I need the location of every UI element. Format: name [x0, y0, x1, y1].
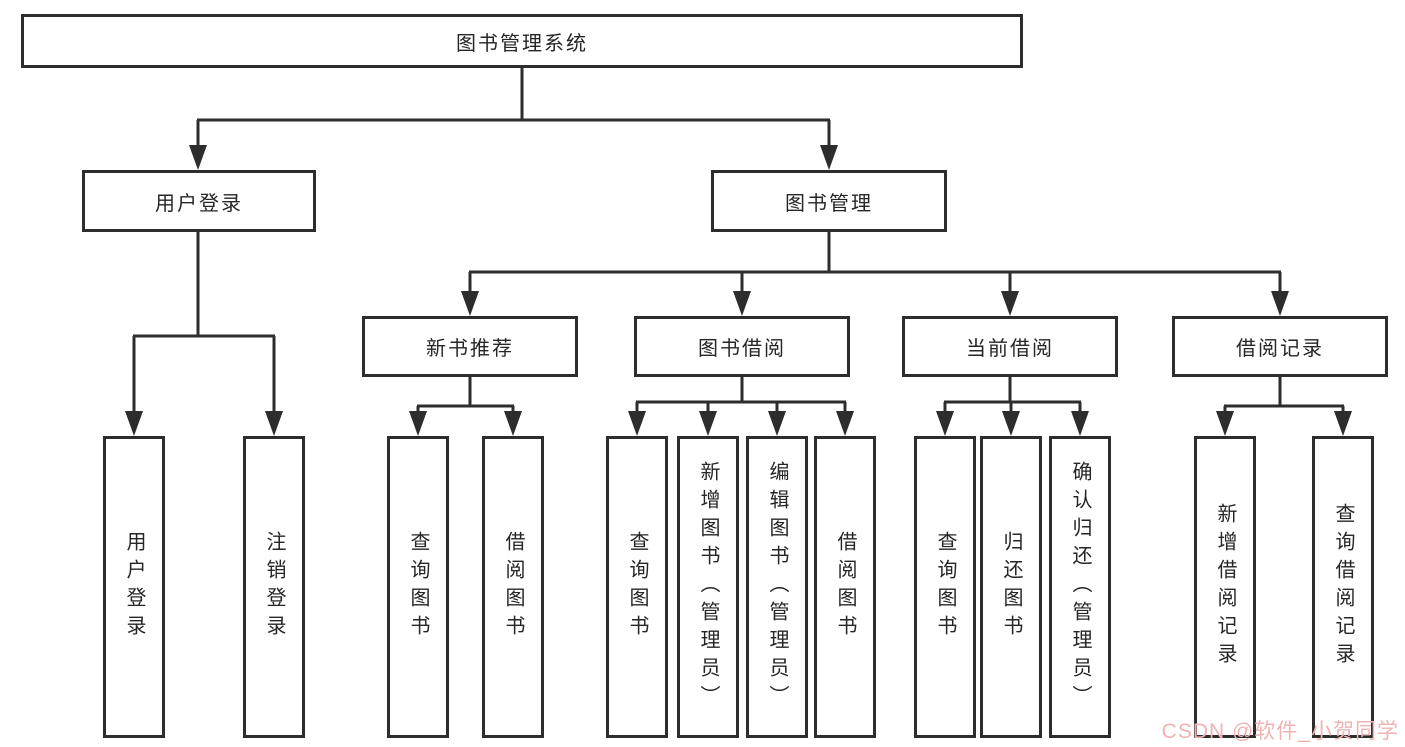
- arrow-down-icon: [1271, 291, 1289, 316]
- arrow-down-icon: [1002, 411, 1020, 436]
- node-current-borrow: 当前借阅: [902, 316, 1118, 377]
- arrow-down-icon: [733, 291, 751, 316]
- leaf-br-add-record-label: 新增借阅记录: [1214, 503, 1236, 671]
- leaf-nbr-query-book: 查询图书: [387, 436, 449, 738]
- leaf-bb-query-book-label: 查询图书: [626, 531, 648, 643]
- leaf-cb-query-book-label: 查询图书: [934, 531, 956, 643]
- node-book-borrow-label: 图书借阅: [698, 338, 786, 360]
- leaf-bb-edit-book-admin-label: 编辑图书（管理员）: [766, 461, 788, 713]
- leaf-nbr-borrow-book: 借阅图书: [482, 436, 544, 738]
- node-borrow-record-label: 借阅记录: [1236, 338, 1324, 360]
- leaf-user-login: 用户登录: [103, 436, 165, 738]
- leaf-logout: 注销登录: [243, 436, 305, 738]
- leaf-user-login-label: 用户登录: [123, 531, 145, 643]
- arrow-down-icon: [628, 411, 646, 436]
- arrow-down-icon: [1334, 411, 1352, 436]
- arrow-down-icon: [189, 145, 207, 170]
- node-book-mgmt-label: 图书管理: [785, 192, 873, 215]
- leaf-bb-edit-book-admin: 编辑图书（管理员）: [746, 436, 808, 738]
- leaf-br-query-record-label: 查询借阅记录: [1332, 503, 1354, 671]
- arrow-down-icon: [504, 411, 522, 436]
- leaf-nbr-query-book-label: 查询图书: [407, 531, 429, 643]
- arrow-down-icon: [1071, 411, 1089, 436]
- arrow-down-icon: [409, 411, 427, 436]
- leaf-bb-borrow-book: 借阅图书: [814, 436, 876, 738]
- node-new-book-rec: 新书推荐: [362, 316, 578, 377]
- leaf-br-query-record: 查询借阅记录: [1312, 436, 1374, 738]
- leaf-cb-return-book-label: 归还图书: [1000, 531, 1022, 643]
- leaf-nbr-borrow-book-label: 借阅图书: [502, 531, 524, 643]
- arrow-down-icon: [1216, 411, 1234, 436]
- node-user-login: 用户登录: [82, 170, 316, 232]
- node-current-borrow-label: 当前借阅: [966, 338, 1054, 360]
- node-new-book-rec-label: 新书推荐: [426, 338, 514, 360]
- leaf-cb-return-book: 归还图书: [980, 436, 1042, 738]
- node-borrow-record: 借阅记录: [1172, 316, 1388, 377]
- leaf-cb-confirm-return-admin-label: 确认归还（管理员）: [1069, 461, 1091, 713]
- arrow-down-icon: [936, 411, 954, 436]
- arrow-down-icon: [1001, 291, 1019, 316]
- arrow-down-icon: [699, 411, 717, 436]
- node-root: 图书管理系统: [21, 14, 1023, 68]
- arrow-down-icon: [461, 291, 479, 316]
- arrow-down-icon: [125, 411, 143, 436]
- arrow-down-icon: [265, 411, 283, 436]
- tree-edges: [132, 68, 1345, 416]
- leaf-logout-label: 注销登录: [263, 531, 285, 643]
- leaf-cb-confirm-return-admin: 确认归还（管理员）: [1049, 436, 1111, 738]
- arrow-down-icon: [768, 411, 786, 436]
- leaf-bb-query-book: 查询图书: [606, 436, 668, 738]
- leaf-br-add-record: 新增借阅记录: [1194, 436, 1256, 738]
- arrow-down-icon: [820, 145, 838, 170]
- csdn-watermark: CSDN @软件_小贺同学: [1161, 720, 1399, 743]
- leaf-bb-borrow-book-label: 借阅图书: [834, 531, 856, 643]
- arrowheads: [125, 145, 1352, 436]
- arrow-down-icon: [836, 411, 854, 436]
- node-root-label: 图书管理系统: [456, 32, 588, 55]
- node-book-borrow: 图书借阅: [634, 316, 850, 377]
- leaf-bb-add-book-admin-label: 新增图书（管理员）: [697, 461, 719, 713]
- node-book-mgmt: 图书管理: [711, 170, 947, 232]
- leaf-bb-add-book-admin: 新增图书（管理员）: [677, 436, 739, 738]
- node-user-login-label: 用户登录: [155, 192, 243, 215]
- leaf-cb-query-book: 查询图书: [914, 436, 976, 738]
